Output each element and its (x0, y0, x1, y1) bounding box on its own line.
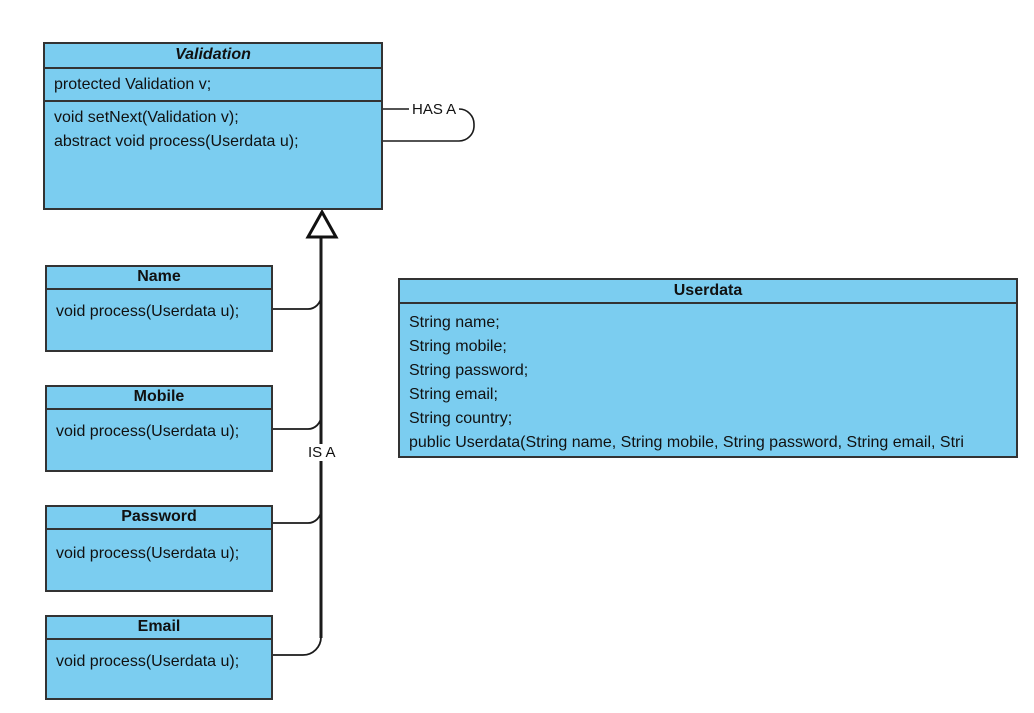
class-email-title: Email (47, 617, 271, 640)
class-mobile[interactable]: Mobile void process(Userdata u); (45, 385, 273, 472)
inheritance-arrowhead-icon (305, 208, 339, 239)
class-validation-method: void setNext(Validation v); (54, 109, 239, 126)
class-validation-method: abstract void process(Userdata u); (54, 133, 299, 150)
mobile-inheritance-line (272, 240, 322, 430)
class-userdata-field: String password; (409, 362, 529, 379)
class-userdata[interactable]: Userdata String name; String mobile; Str… (398, 278, 1018, 458)
class-password-method: void process(Userdata u); (56, 545, 240, 562)
class-name-title: Name (47, 267, 271, 290)
class-password[interactable]: Password void process(Userdata u); (45, 505, 273, 592)
class-email[interactable]: Email void process(Userdata u); (45, 615, 273, 700)
class-name-method: void process(Userdata u); (56, 303, 240, 320)
class-mobile-title: Mobile (47, 387, 271, 410)
class-validation-title: Validation (45, 44, 381, 69)
has-a-label[interactable]: HAS A (409, 101, 460, 118)
class-name[interactable]: Name void process(Userdata u); (45, 265, 273, 352)
class-userdata-constructor: public Userdata(String name, String mobi… (409, 434, 964, 451)
class-userdata-field: String country; (409, 410, 513, 427)
is-a-label[interactable]: IS A (305, 444, 339, 461)
class-email-method: void process(Userdata u); (56, 653, 240, 670)
class-userdata-field: String email; (409, 386, 498, 403)
class-validation-field: protected Validation v; (54, 76, 212, 93)
class-userdata-field: String name; (409, 314, 500, 331)
class-userdata-title: Userdata (400, 280, 1016, 304)
class-mobile-method: void process(Userdata u); (56, 423, 240, 440)
class-validation[interactable]: Validation protected Validation v; void … (43, 42, 383, 210)
class-userdata-field: String mobile; (409, 338, 507, 355)
name-inheritance-line (272, 240, 322, 310)
class-password-title: Password (47, 507, 271, 530)
